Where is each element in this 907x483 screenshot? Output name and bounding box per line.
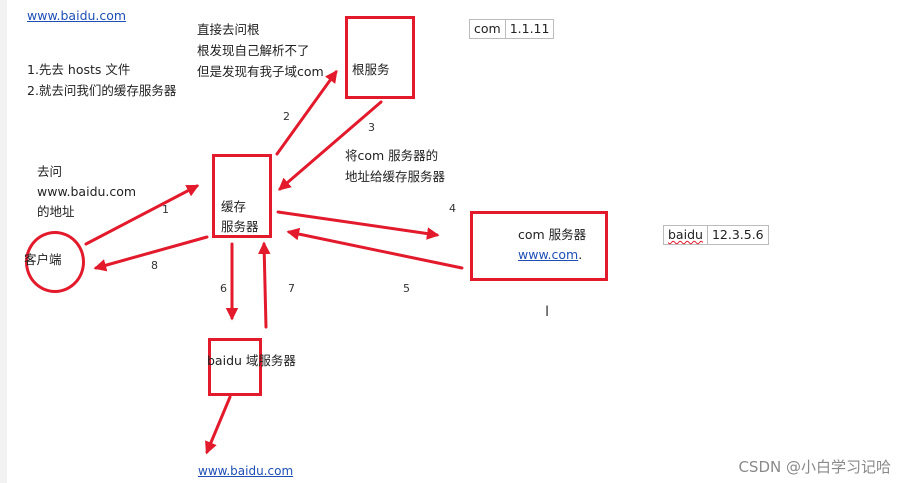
text-cursor-icon: I	[545, 304, 550, 320]
cache-server-label-line-1: 缓存	[221, 199, 247, 214]
step-number-1: 1	[162, 203, 169, 216]
com-record-table: com 1.1.11	[469, 19, 555, 39]
baidu-server-label: baidu 域服务器	[207, 353, 296, 368]
com-record-value: 1.1.11	[504, 19, 555, 39]
step-number-7: 7	[288, 282, 295, 295]
root-note-line-2: 根发现自己解析不了	[197, 43, 310, 58]
step-number-2: 2	[283, 110, 290, 123]
arrow-7-baidu-to-cache	[257, 241, 271, 329]
baidu-record-value: 12.3.5.6	[706, 225, 769, 245]
step3-note-line-2: 地址给缓存服务器	[345, 169, 446, 184]
root-server-label: 根服务	[352, 62, 390, 77]
root-note-line-1: 直接去问根	[197, 22, 260, 37]
com-server-link[interactable]: www.com	[518, 247, 579, 262]
top-url-link[interactable]: www.baidu.com	[27, 8, 127, 23]
arrow-3-root-to-cache	[278, 100, 383, 191]
root-server-box	[345, 16, 415, 99]
cache-server-label-line-2: 服务器	[221, 219, 259, 234]
step-list-item-2: 2.就去问我们的缓存服务器	[27, 83, 177, 98]
left-margin-bar	[0, 0, 7, 483]
client-label: 客户端	[24, 252, 62, 267]
com-server-link-wrap: www.com.	[518, 245, 582, 265]
arrow-baidu-down	[205, 395, 232, 455]
arrow-4-cache-to-com	[276, 210, 440, 240]
baidu-record-key: baidu	[663, 225, 708, 245]
arrow-5-com-to-cache	[286, 227, 464, 270]
step-number-3: 3	[368, 121, 375, 134]
client-note-line-1: 去问	[37, 164, 63, 179]
client-circle	[25, 231, 85, 293]
arrow-1-client-to-cache	[84, 184, 200, 246]
com-server-link-suffix: .	[578, 247, 583, 262]
watermark: CSDN @小白学习记哈	[738, 458, 891, 476]
baidu-server-box	[208, 338, 262, 396]
arrow-2-cache-to-root	[275, 69, 338, 156]
root-note-line-3: 但是发现有我子域com	[197, 64, 324, 79]
step-number-6: 6	[220, 282, 227, 295]
step-number-5: 5	[403, 282, 410, 295]
com-server-box	[470, 211, 608, 281]
bottom-url-link[interactable]: www.baidu.com	[198, 464, 294, 478]
baidu-record-table: baidu 12.3.5.6	[663, 225, 769, 245]
step-list-item-1: 1.先去 hosts 文件	[27, 62, 131, 77]
step-number-4: 4	[449, 202, 456, 215]
step-number-8: 8	[151, 259, 158, 272]
step3-note-line-1: 将com 服务器的	[345, 148, 439, 163]
client-note-line-2: www.baidu.com	[37, 184, 137, 199]
cache-server-box	[212, 154, 272, 238]
arrow-8-cache-to-client	[93, 235, 209, 272]
client-note-line-3: 的地址	[37, 204, 75, 219]
com-server-label: com 服务器	[518, 227, 587, 242]
